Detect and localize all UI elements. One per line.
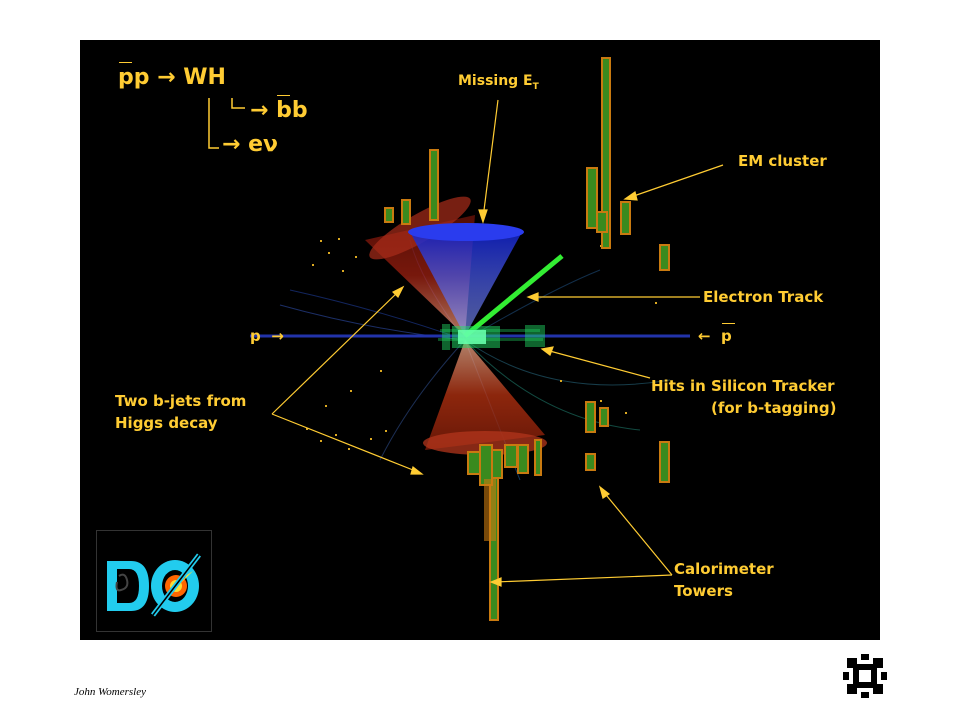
author-footer: John Womersley	[74, 686, 146, 698]
antiproton-right-label: ← p	[698, 323, 735, 347]
proton-left-arrow: →	[271, 327, 284, 345]
missing-et-text: Missing E	[458, 73, 533, 89]
calo-label-line-2: Towers	[674, 582, 733, 600]
electron-track-label: Electron Track	[703, 288, 824, 306]
electron-track	[463, 254, 564, 338]
reaction-arrow-1: →	[157, 65, 176, 90]
reaction-line-3: → eν	[222, 132, 278, 158]
annotation-pointers	[271, 99, 724, 587]
bjets-label-line-1: Two b-jets from	[115, 392, 247, 410]
missing-et-label: Missing ET	[458, 71, 539, 98]
reaction-line-1: pp → WH	[118, 62, 226, 91]
event-display-graphic	[250, 57, 724, 621]
event-display: pp → WH → bb → eν Missing ET EM cluster …	[80, 40, 880, 640]
calo-label-line-1: Calorimeter	[674, 560, 774, 578]
hits-label-line-1: Hits in Silicon Tracker	[651, 377, 835, 395]
missing-et-subscript: T	[532, 81, 539, 92]
missing-et-cone	[408, 223, 524, 336]
reaction-pp: pp	[118, 62, 150, 90]
decay-branch-lines	[208, 98, 245, 149]
bjets-label-line-2: Higgs decay	[115, 414, 218, 432]
b-jet-lower	[423, 340, 547, 455]
reaction-line-2: → bb	[250, 95, 308, 124]
hits-label-line-2: (for b-tagging)	[711, 399, 837, 417]
proton-left-label: p →	[250, 326, 284, 347]
antiproton-text: p	[721, 323, 735, 345]
reaction-wh: WH	[183, 65, 226, 90]
antiproton-arrow: ←	[698, 327, 711, 345]
reaction-arrow-3: →	[222, 132, 241, 157]
reaction-bb: bb	[276, 95, 308, 123]
do-experiment-logo	[96, 530, 212, 632]
proton-left-text: p	[250, 327, 261, 345]
reaction-arrow-2: →	[250, 98, 269, 123]
do-logo-icon	[103, 553, 207, 617]
reaction-enu: eν	[248, 132, 279, 157]
fermilab-logo-icon	[843, 654, 887, 703]
em-cluster-label: EM cluster	[738, 152, 827, 170]
silicon-hits	[438, 324, 545, 350]
calorimeter-towers	[384, 57, 670, 621]
